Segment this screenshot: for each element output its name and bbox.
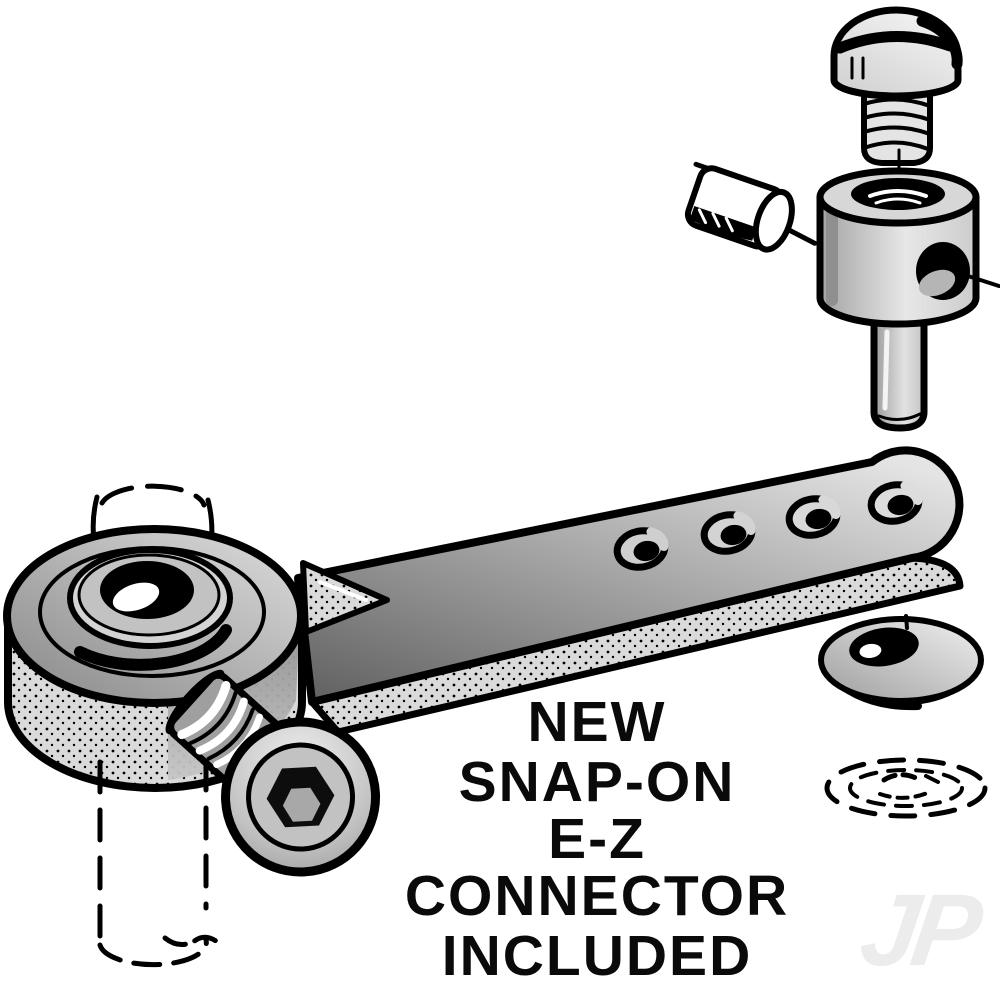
thread-glint-2 <box>874 197 922 205</box>
barrel-post <box>870 306 928 432</box>
barrel-top-hole <box>851 178 945 210</box>
servo-arm <box>294 446 964 736</box>
caption-line: NEW <box>527 690 667 754</box>
caption-line: INCLUDED <box>441 924 753 988</box>
caption-line: SNAP-ON <box>458 750 736 814</box>
wire-stub <box>966 274 1000 288</box>
hub-hole-highlight <box>112 582 160 612</box>
gusset-triangle <box>300 560 390 635</box>
hub-shadow-arc <box>74 624 232 671</box>
jp-watermark: JP <box>854 873 983 987</box>
arm-hole <box>613 527 669 571</box>
thread-glint-1 <box>868 189 928 198</box>
post-bottom-line <box>877 412 922 421</box>
arm-hole <box>700 511 756 555</box>
socket-head-screw <box>165 669 381 877</box>
caption-line: E-Z <box>548 807 646 871</box>
cap-nub <box>904 614 909 630</box>
screw-head-shadow <box>916 15 963 70</box>
pushrod-hatch <box>697 208 734 233</box>
arm-hub <box>3 525 306 792</box>
arm-hole <box>867 481 923 525</box>
screw-head-lines <box>850 56 865 80</box>
servo-shaft-outline <box>97 757 219 968</box>
post-highlight <box>882 329 890 411</box>
hex-socket-floor <box>282 787 321 822</box>
side-hole-glint <box>918 269 956 297</box>
pushrod-wire <box>684 161 818 253</box>
retaining-screw <box>830 6 963 190</box>
gusset-highlight <box>318 580 368 602</box>
arm-hole <box>785 495 841 539</box>
screw-head <box>830 6 962 100</box>
screw-slot <box>834 30 956 54</box>
washer-outline <box>824 757 988 819</box>
caption-line: CONNECTOR <box>404 864 790 928</box>
pushrod-face <box>752 188 795 253</box>
snap-on-cap <box>818 614 984 711</box>
screw-threads <box>862 97 932 151</box>
ez-connector-barrel <box>816 167 1000 432</box>
pushrod-shadow <box>689 206 757 241</box>
cap-hole <box>849 627 919 667</box>
